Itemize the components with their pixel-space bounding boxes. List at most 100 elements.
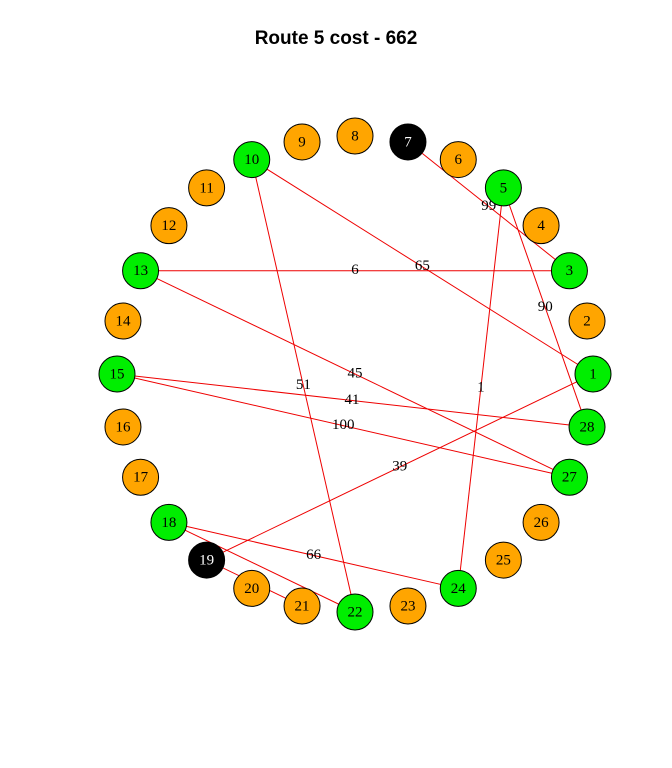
node-label: 13 xyxy=(133,263,148,279)
node-18: 18 xyxy=(150,503,188,541)
node-circle xyxy=(550,458,588,496)
node-circle xyxy=(522,503,560,541)
node-label: 14 xyxy=(115,313,131,329)
node-circle xyxy=(122,458,160,496)
node-5: 5 xyxy=(484,169,522,207)
node-circle xyxy=(104,408,142,446)
node-19: 19 xyxy=(188,541,226,579)
node-circle xyxy=(574,355,612,393)
node-circle xyxy=(522,207,560,245)
node-circle xyxy=(439,569,477,607)
node-circle xyxy=(484,541,522,579)
node-8: 8 xyxy=(336,117,374,155)
edge-24-18 xyxy=(168,521,459,589)
node-circle xyxy=(122,252,160,290)
node-3: 3 xyxy=(550,252,588,290)
edge-cost-label: 41 xyxy=(345,392,360,408)
node-label: 1 xyxy=(589,366,597,382)
node-label: 11 xyxy=(199,180,213,196)
node-circle xyxy=(439,141,477,179)
diagram-title: Route 5 cost - 662 xyxy=(254,28,418,49)
node-14: 14 xyxy=(104,302,142,340)
edge-5-24 xyxy=(457,187,504,589)
node-label: 16 xyxy=(115,419,131,435)
node-circle xyxy=(568,302,606,340)
node-9: 9 xyxy=(283,123,321,161)
node-21: 21 xyxy=(283,587,321,625)
edge-cost-label: 100 xyxy=(332,417,355,433)
node-circle xyxy=(550,252,588,290)
node-label: 6 xyxy=(455,152,463,168)
node-label: 19 xyxy=(199,553,214,569)
edge-10-1 xyxy=(251,159,594,375)
node-label: 22 xyxy=(348,604,363,620)
node-circle xyxy=(283,123,321,161)
node-circle xyxy=(150,503,188,541)
node-label: 8 xyxy=(351,128,359,144)
node-circle xyxy=(484,169,522,207)
node-circle xyxy=(389,123,427,161)
node-11: 11 xyxy=(188,169,226,207)
edge-15-28 xyxy=(116,373,588,428)
node-4: 4 xyxy=(522,207,560,245)
node-circle xyxy=(98,355,136,393)
node-label: 5 xyxy=(500,180,508,196)
node-label: 9 xyxy=(298,134,306,150)
node-1: 1 xyxy=(574,355,612,393)
node-label: 23 xyxy=(400,598,415,614)
node-circle xyxy=(233,569,271,607)
node-circle xyxy=(283,587,321,625)
node-6: 6 xyxy=(439,141,477,179)
edge-22-10 xyxy=(251,159,356,613)
edge-cost-label: 1 xyxy=(477,380,485,396)
node-circle xyxy=(188,541,226,579)
node-15: 15 xyxy=(98,355,136,393)
node-label: 24 xyxy=(451,581,467,597)
node-circle xyxy=(104,302,142,340)
node-26: 26 xyxy=(522,503,560,541)
node-25: 25 xyxy=(484,541,522,579)
edge-7-3 xyxy=(407,141,570,272)
node-12: 12 xyxy=(150,207,188,245)
edge-cost-label: 90 xyxy=(538,299,553,315)
node-label: 20 xyxy=(244,581,259,597)
node-label: 28 xyxy=(580,419,595,435)
node-circle xyxy=(568,408,606,446)
node-27: 27 xyxy=(550,458,588,496)
node-17: 17 xyxy=(122,458,160,496)
node-circle xyxy=(233,141,271,179)
edge-28-5 xyxy=(502,187,588,428)
node-label: 21 xyxy=(295,598,310,614)
node-16: 16 xyxy=(104,408,142,446)
edge-cost-label: 39 xyxy=(392,458,407,474)
node-20: 20 xyxy=(233,569,271,607)
node-label: 2 xyxy=(583,313,591,329)
node-2: 2 xyxy=(568,302,606,340)
node-label: 18 xyxy=(161,515,176,531)
node-24: 24 xyxy=(439,569,477,607)
node-circle xyxy=(150,207,188,245)
node-label: 12 xyxy=(161,218,176,234)
edge-cost-label: 65 xyxy=(415,258,430,274)
edge-cost-label: 51 xyxy=(296,377,311,393)
node-label: 4 xyxy=(537,218,545,234)
node-label: 3 xyxy=(566,263,574,279)
node-circle xyxy=(188,169,226,207)
node-28: 28 xyxy=(568,408,606,446)
node-13: 13 xyxy=(122,252,160,290)
edge-cost-label: 66 xyxy=(306,547,322,563)
edge-cost-label: 45 xyxy=(348,365,363,381)
node-label: 15 xyxy=(110,366,125,382)
edge-13-27 xyxy=(140,270,570,478)
node-circle xyxy=(336,117,374,155)
node-label: 17 xyxy=(133,470,149,486)
edge-27-15 xyxy=(116,373,570,478)
node-23: 23 xyxy=(389,587,427,625)
node-label: 10 xyxy=(244,152,259,168)
edge-cost-label: 6 xyxy=(351,262,359,278)
node-label: 26 xyxy=(534,515,550,531)
node-circle xyxy=(389,587,427,625)
